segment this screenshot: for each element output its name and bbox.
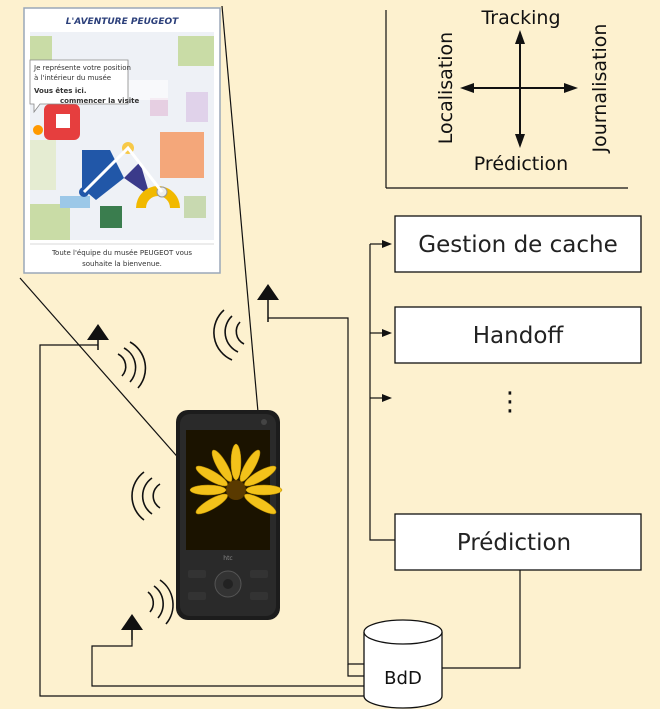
museum-card-title: L'AVENTURE PEUGEOT bbox=[66, 17, 179, 27]
card-footer-line-2: souhaite la bienvenue. bbox=[82, 260, 162, 268]
flower-wallpaper bbox=[189, 443, 283, 515]
axis-diagram: Tracking Prédiction Localisation Journal… bbox=[385, 7, 628, 189]
more-modules-ellipsis: ⋮ bbox=[497, 387, 523, 417]
start-visit-link[interactable]: commencer la visite bbox=[60, 97, 139, 105]
handoff-box: Handoff bbox=[394, 306, 642, 364]
antenna-links bbox=[39, 317, 364, 697]
wireless-waves bbox=[117, 309, 245, 625]
axis-bottom-label: Prédiction bbox=[474, 153, 568, 175]
smartphone: htc bbox=[176, 410, 283, 620]
cache-management-label: Gestion de cache bbox=[418, 232, 618, 258]
axis-right-label: Journalisation bbox=[589, 24, 611, 154]
module-connectors bbox=[369, 243, 395, 541]
antenna-bottom bbox=[121, 614, 143, 640]
phone-end-button[interactable] bbox=[250, 592, 268, 600]
phone-back-button[interactable] bbox=[250, 570, 268, 578]
axis-left-label: Localisation bbox=[435, 32, 457, 144]
phone-start-button[interactable] bbox=[188, 592, 206, 600]
phone-call-button[interactable] bbox=[188, 570, 206, 578]
prediction-box: Prédiction bbox=[394, 513, 642, 571]
cache-management-box: Gestion de cache bbox=[394, 215, 642, 273]
phone-brand: htc bbox=[223, 555, 232, 562]
antenna-left bbox=[87, 324, 109, 350]
callout-line-2: à l'intérieur du musée bbox=[34, 74, 111, 82]
card-footer-line-1: Toute l'équipe du musée PEUGEOT vous bbox=[51, 249, 192, 257]
position-callout: Je représente votre position à l'intérie… bbox=[29, 59, 139, 114]
zoom-line-left bbox=[19, 277, 183, 463]
arrow-to-handoff bbox=[382, 329, 392, 337]
database-label: BdD bbox=[384, 668, 422, 689]
museum-map-card: L'AVENTURE PEUGEOT bbox=[23, 7, 221, 274]
arrow-to-cache bbox=[382, 240, 392, 248]
arrow-to-more bbox=[382, 394, 392, 402]
prediction-db-link bbox=[442, 570, 521, 669]
handoff-label: Handoff bbox=[473, 323, 565, 349]
callout-line-1: Je représente votre position bbox=[33, 64, 131, 72]
zoom-line-right bbox=[221, 5, 259, 413]
prediction-label: Prédiction bbox=[457, 530, 571, 556]
you-are-here-label: Vous êtes ici. bbox=[34, 87, 86, 95]
axis-top-label: Tracking bbox=[480, 7, 560, 29]
antenna-top bbox=[257, 284, 279, 322]
database-cylinder: BdD bbox=[363, 619, 443, 709]
